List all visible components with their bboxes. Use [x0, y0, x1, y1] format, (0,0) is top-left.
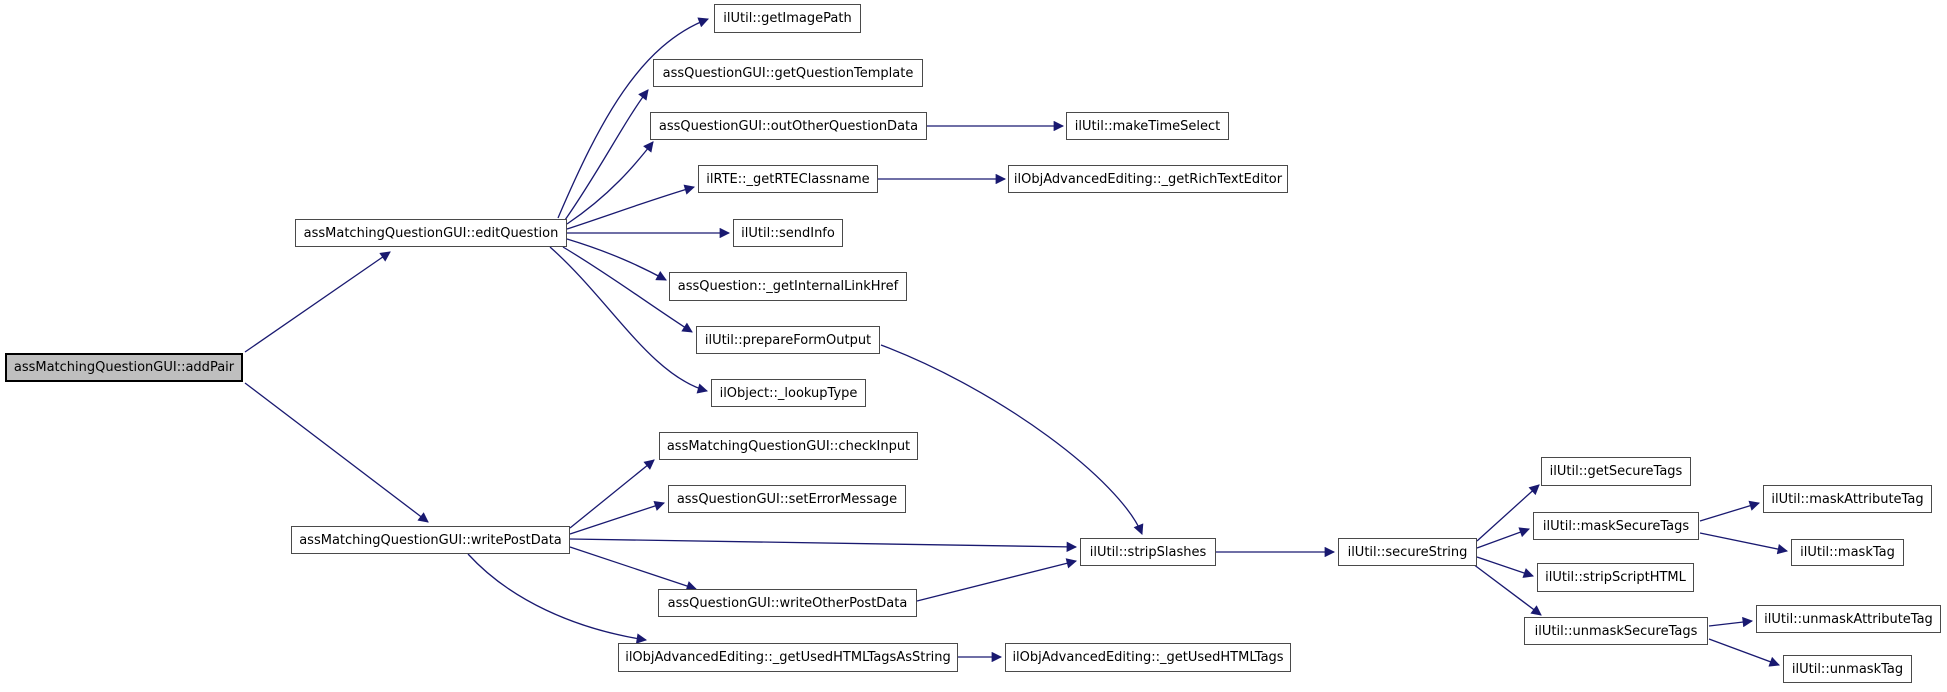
edge-editQuestion-to-getRTEClassname [566, 184, 695, 230]
edge-addPair-to-editQuestion [244, 251, 391, 353]
node-secureString[interactable]: ilUtil::secureString [1338, 538, 1477, 566]
node-writeOtherPostData[interactable]: assQuestionGUI::writeOtherPostData [658, 589, 917, 617]
edge-writeOtherPostData-to-stripSlashes [916, 558, 1078, 602]
node-writePostData[interactable]: assMatchingQuestionGUI::writePostData [291, 526, 570, 554]
edge-prepareFormOutput-to-stripSlashes [880, 344, 1144, 535]
node-prepareFormOutput[interactable]: ilUtil::prepareFormOutput [696, 326, 880, 354]
edge-maskSecureTags-to-maskTag [1699, 532, 1789, 555]
node-makeTimeSelect[interactable]: ilUtil::makeTimeSelect [1066, 112, 1229, 140]
node-getSecureTags[interactable]: ilUtil::getSecureTags [1541, 457, 1691, 486]
edge-writePostData-to-getUsedHTMLTagsAsString [467, 553, 648, 644]
node-getRichTextEditor[interactable]: ilObjAdvancedEditing::_getRichTextEditor [1008, 165, 1288, 193]
edge-editQuestion-to-getImagePath [557, 17, 709, 219]
node-getInternalLinkHref[interactable]: assQuestion::_getInternalLinkHref [669, 272, 907, 301]
edge-secureString-to-getSecureTags [1476, 484, 1540, 542]
edge-unmaskSecureTags-to-unmaskAttributeTag [1708, 616, 1754, 628]
edge-editQuestion-to-outOtherQuestionData [566, 141, 654, 225]
node-editQuestion[interactable]: assMatchingQuestionGUI::editQuestion [295, 219, 567, 247]
node-getUsedHTMLTags[interactable]: ilObjAdvancedEditing::_getUsedHTMLTags [1005, 643, 1291, 672]
edge-unmaskSecureTags-to-unmaskTag [1708, 638, 1780, 667]
node-setErrorMessage[interactable]: assQuestionGUI::setErrorMessage [668, 485, 906, 513]
node-checkInput[interactable]: assMatchingQuestionGUI::checkInput [659, 432, 918, 460]
node-getRTEClassname[interactable]: ilRTE::_getRTEClassname [698, 165, 878, 193]
edge-writePostData-to-stripSlashes [569, 538, 1078, 553]
edge-maskSecureTags-to-maskAttributeTag [1699, 500, 1760, 522]
node-maskSecureTags[interactable]: ilUtil::maskSecureTags [1533, 512, 1699, 540]
edge-writePostData-to-checkInput [569, 459, 655, 529]
node-maskTag[interactable]: ilUtil::maskTag [1791, 539, 1904, 566]
node-sendInfo[interactable]: ilUtil::sendInfo [733, 219, 843, 247]
edge-addPair-to-writePostData [244, 382, 429, 523]
node-getUsedHTMLTagsAsString[interactable]: ilObjAdvancedEditing::_getUsedHTMLTagsAs… [618, 643, 958, 672]
node-unmaskTag[interactable]: ilUtil::unmaskTag [1783, 655, 1912, 683]
edge-secureString-to-stripScriptHTML [1476, 556, 1534, 578]
edge-editQuestion-to-lookupType [549, 246, 709, 394]
node-addPair[interactable]: assMatchingQuestionGUI::addPair [5, 353, 243, 382]
edge-editQuestion-to-getInternalLinkHref [566, 238, 667, 281]
node-getImagePath[interactable]: ilUtil::getImagePath [714, 4, 861, 33]
node-maskAttributeTag[interactable]: ilUtil::maskAttributeTag [1763, 485, 1932, 513]
edge-secureString-to-unmaskSecureTags [1472, 563, 1542, 616]
node-unmaskAttributeTag[interactable]: ilUtil::unmaskAttributeTag [1756, 605, 1941, 633]
edge-writePostData-to-setErrorMessage [569, 500, 665, 535]
node-getQuestionTemplate[interactable]: assQuestionGUI::getQuestionTemplate [653, 59, 923, 87]
node-unmaskSecureTags[interactable]: ilUtil::unmaskSecureTags [1524, 617, 1708, 645]
edge-secureString-to-maskSecureTags [1476, 527, 1530, 549]
edge-writePostData-to-writeOtherPostData [569, 546, 697, 591]
edge-editQuestion-to-prepareFormOutput [562, 246, 693, 333]
edge-editQuestion-to-getQuestionTemplate [564, 89, 649, 221]
node-stripSlashes[interactable]: ilUtil::stripSlashes [1080, 538, 1216, 566]
node-outOtherQuestionData[interactable]: assQuestionGUI::outOtherQuestionData [650, 112, 927, 140]
node-lookupType[interactable]: ilObject::_lookupType [711, 379, 866, 407]
node-stripScriptHTML[interactable]: ilUtil::stripScriptHTML [1537, 563, 1694, 592]
